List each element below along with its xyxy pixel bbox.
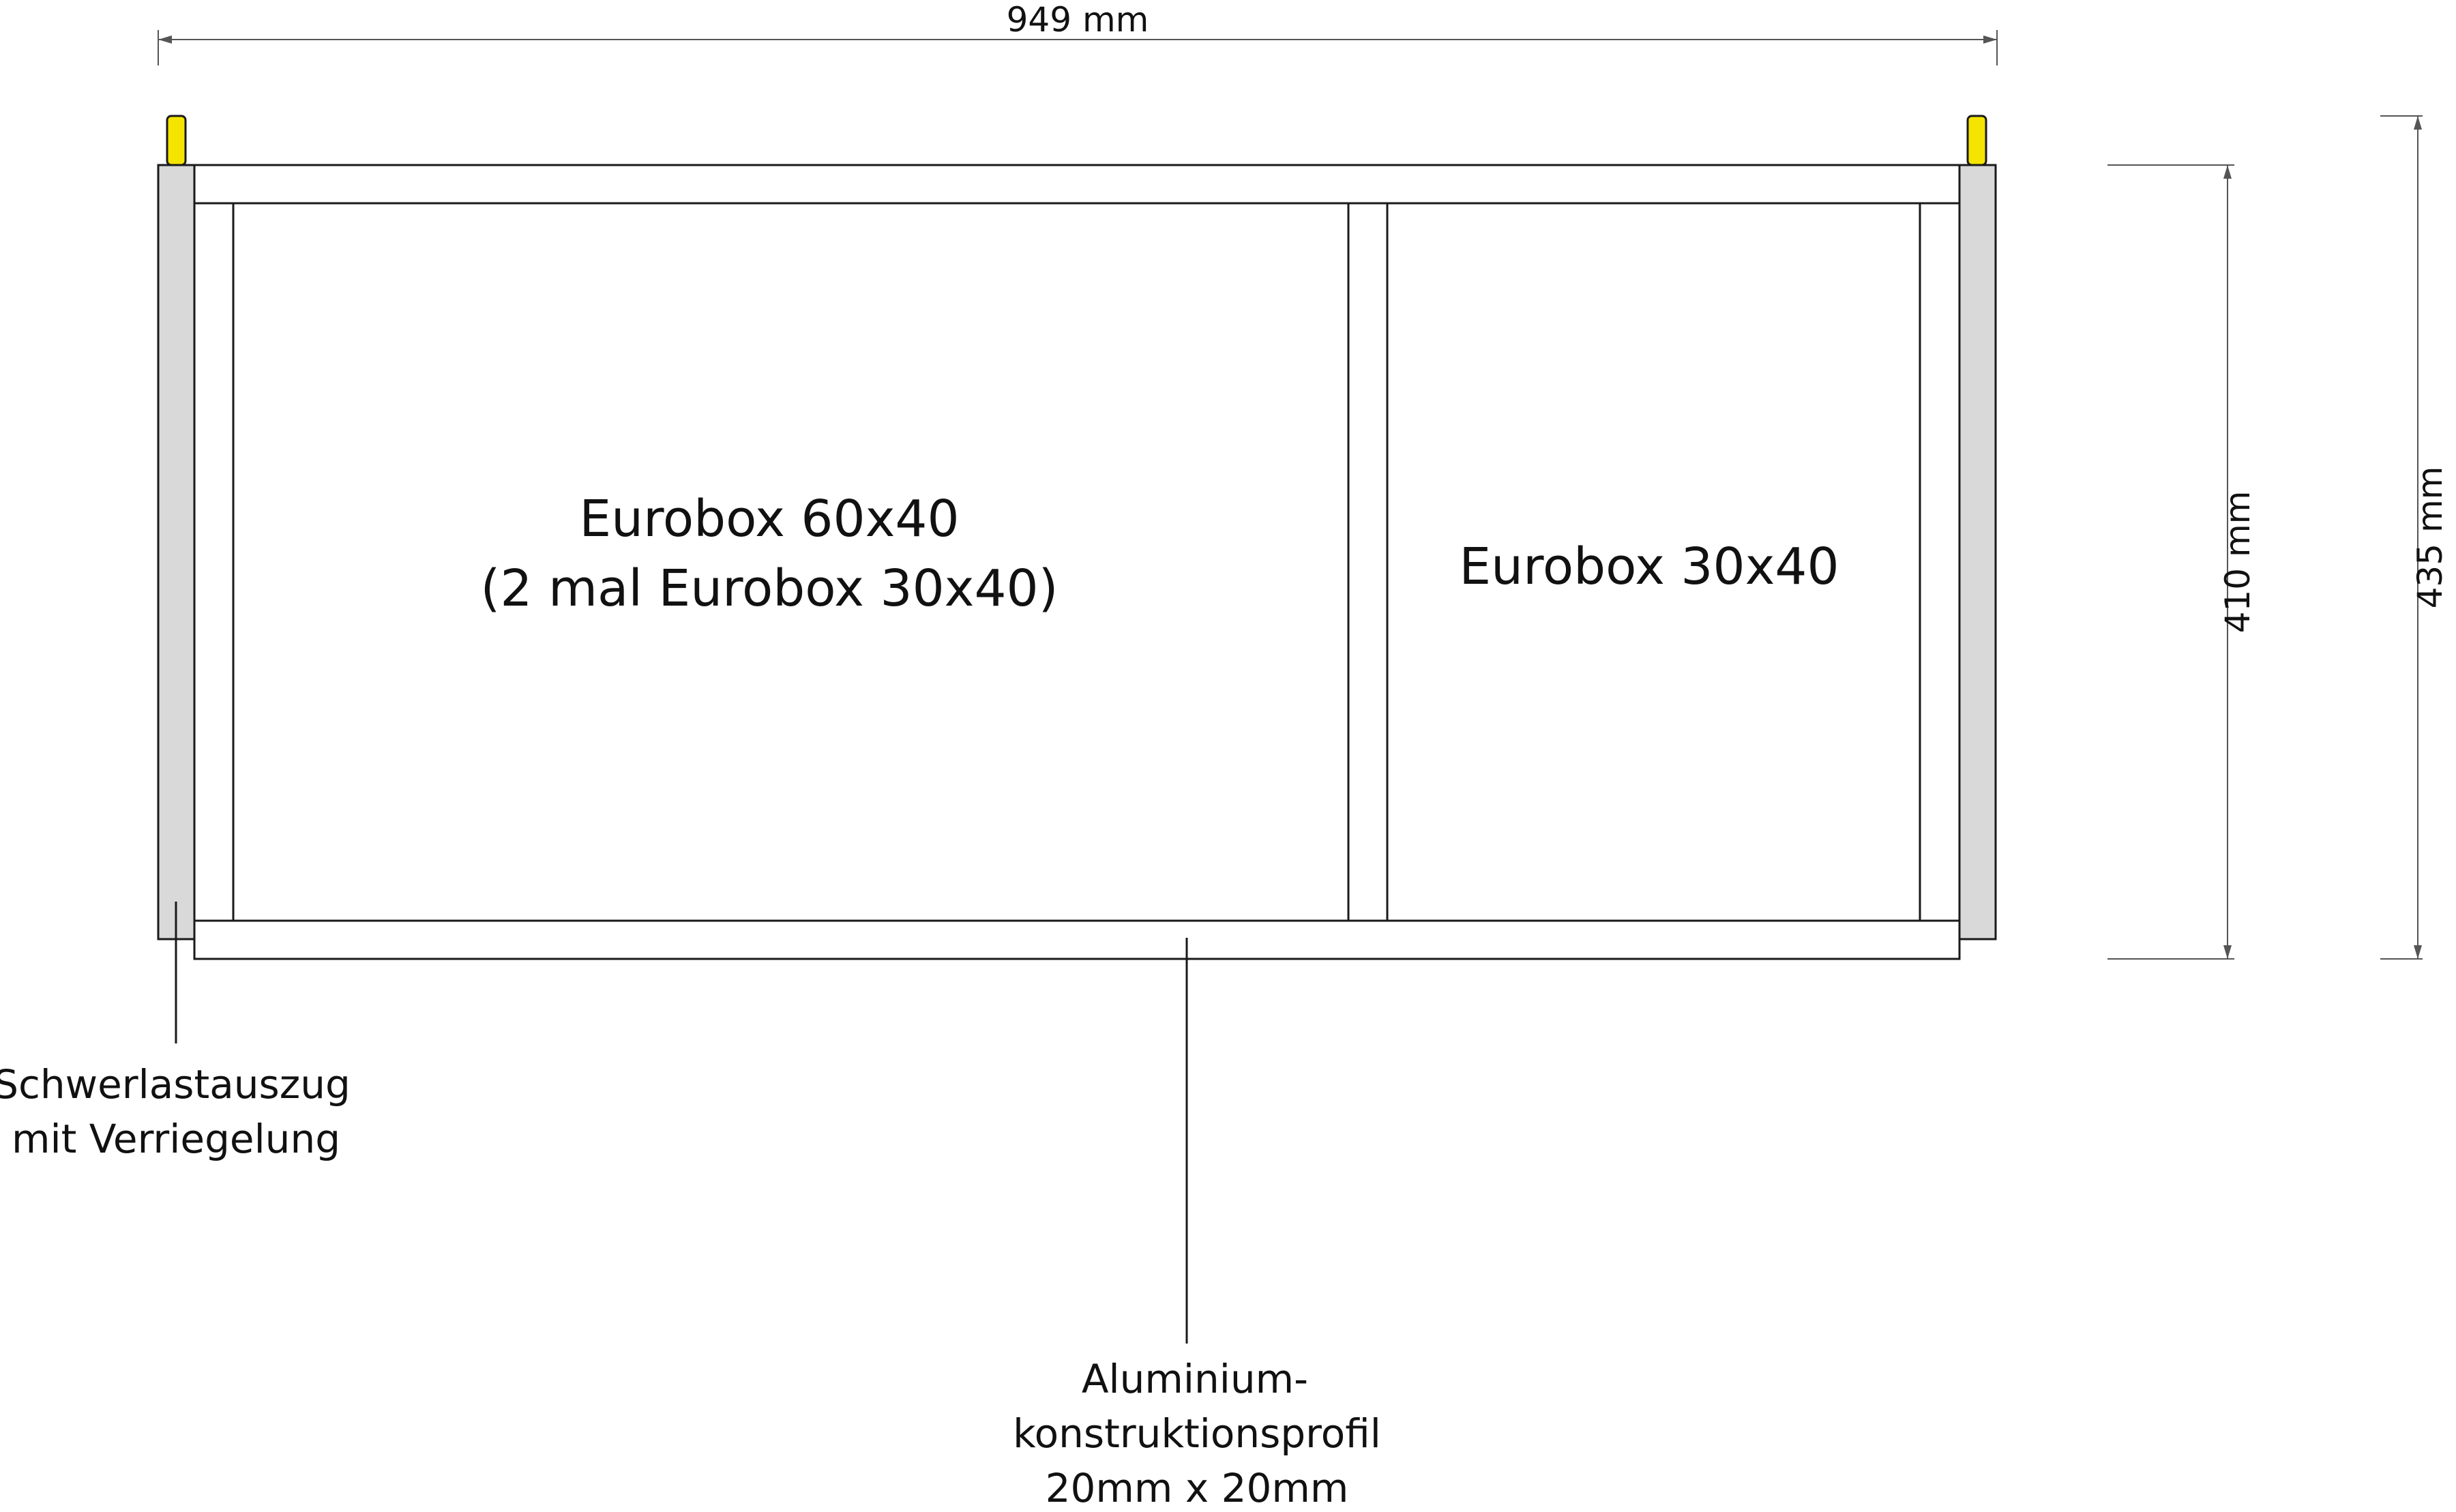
inner-height-dimension: 410 mm: [2107, 164, 2258, 960]
inner-height-arrow-bottom: [2223, 945, 2232, 959]
lock-pin-right: [1966, 115, 1987, 166]
outer-height-label: 435 mm: [2410, 466, 2450, 609]
width-dimension: 949 mm: [158, 0, 1998, 65]
width-dimension-arrow-right: [1983, 35, 1997, 44]
inner-height-arrow-top: [2223, 165, 2232, 179]
width-dimension-arrow-left: [158, 35, 172, 44]
outer-height-dimension: 435 mm: [2380, 115, 2450, 960]
callout-slide-line1: Schwerlastauszug: [0, 1061, 351, 1108]
frame-middle-post: [1347, 202, 1389, 922]
frame-top-profile: [193, 164, 1961, 205]
width-dimension-label: 949 mm: [1007, 0, 1149, 40]
outer-height-arrow-top: [2414, 116, 2422, 130]
compartment-left-line2: (2 mal Eurobox 30x40): [481, 559, 1059, 618]
callout-profile-line3: 20mm x 20mm: [1046, 1465, 1349, 1511]
callout-profile-line2: konstruktionsprofil: [1013, 1410, 1381, 1457]
frame-bottom-profile: [193, 919, 1961, 960]
callout-profile: Aluminium- konstruktionsprofil 20mm x 20…: [1013, 938, 1381, 1511]
inner-height-label: 410 mm: [2218, 491, 2258, 634]
slide-rail-left: [157, 164, 196, 940]
slide-rail-right: [1958, 164, 1997, 940]
frame-right-post: [1919, 202, 1961, 922]
outer-height-arrow-bottom: [2414, 945, 2422, 959]
frame-left-post: [193, 202, 235, 922]
callout-profile-line1: Aluminium-: [1082, 1356, 1308, 1402]
compartment-right: Eurobox 30x40: [1459, 537, 1839, 596]
compartment-left: Eurobox 60x40 (2 mal Eurobox 30x40): [481, 490, 1059, 618]
callout-slide-line2: mit Verriegelung: [12, 1116, 340, 1162]
lock-pin-left: [166, 115, 187, 166]
compartment-right-line1: Eurobox 30x40: [1459, 537, 1839, 596]
compartment-left-line1: Eurobox 60x40: [579, 490, 959, 548]
callout-slide: Schwerlastauszug mit Verriegelung: [0, 902, 351, 1162]
